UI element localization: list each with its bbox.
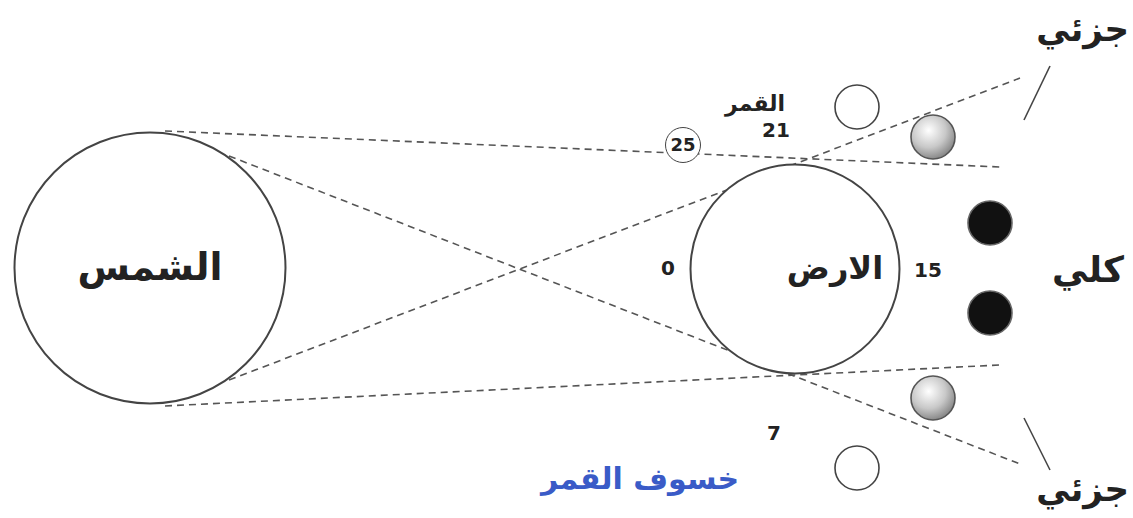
callout-number: 0 [661, 257, 675, 279]
lower-ray [165, 365, 1000, 406]
earth-circle-outline [691, 165, 900, 374]
partial-label: جزئي [1036, 471, 1129, 508]
moon-outside [835, 446, 879, 490]
moon-total [968, 201, 1012, 245]
shape-text: الارض [787, 251, 883, 286]
earth-circle: الارض [689, 163, 901, 375]
callout-number: 21 [762, 119, 790, 141]
moon-total [968, 291, 1012, 335]
crossing-ray [229, 78, 1020, 380]
leader-line [1024, 66, 1050, 120]
shadow-rays [165, 78, 1020, 464]
moon-partial [911, 115, 955, 159]
total-label: كلي [1052, 250, 1124, 290]
upper-ray [165, 131, 1000, 167]
moon-circle: 25 [665, 127, 701, 163]
partial-label: جزئي [1036, 11, 1129, 48]
leader-line [1024, 418, 1050, 470]
sun-circle: الشمس [13, 131, 287, 405]
moon-partial [911, 376, 955, 420]
moon-label: القمر [725, 92, 785, 116]
crossing-ray [229, 156, 1020, 464]
shape-text: الشمس [77, 247, 222, 289]
caption: خسوف القمر [541, 462, 739, 495]
callout-number: 7 [767, 422, 781, 444]
shape-text: 25 [670, 135, 695, 155]
callout-number: 15 [914, 259, 942, 281]
moon-outside [835, 85, 879, 129]
sun-circle-outline [15, 133, 286, 404]
